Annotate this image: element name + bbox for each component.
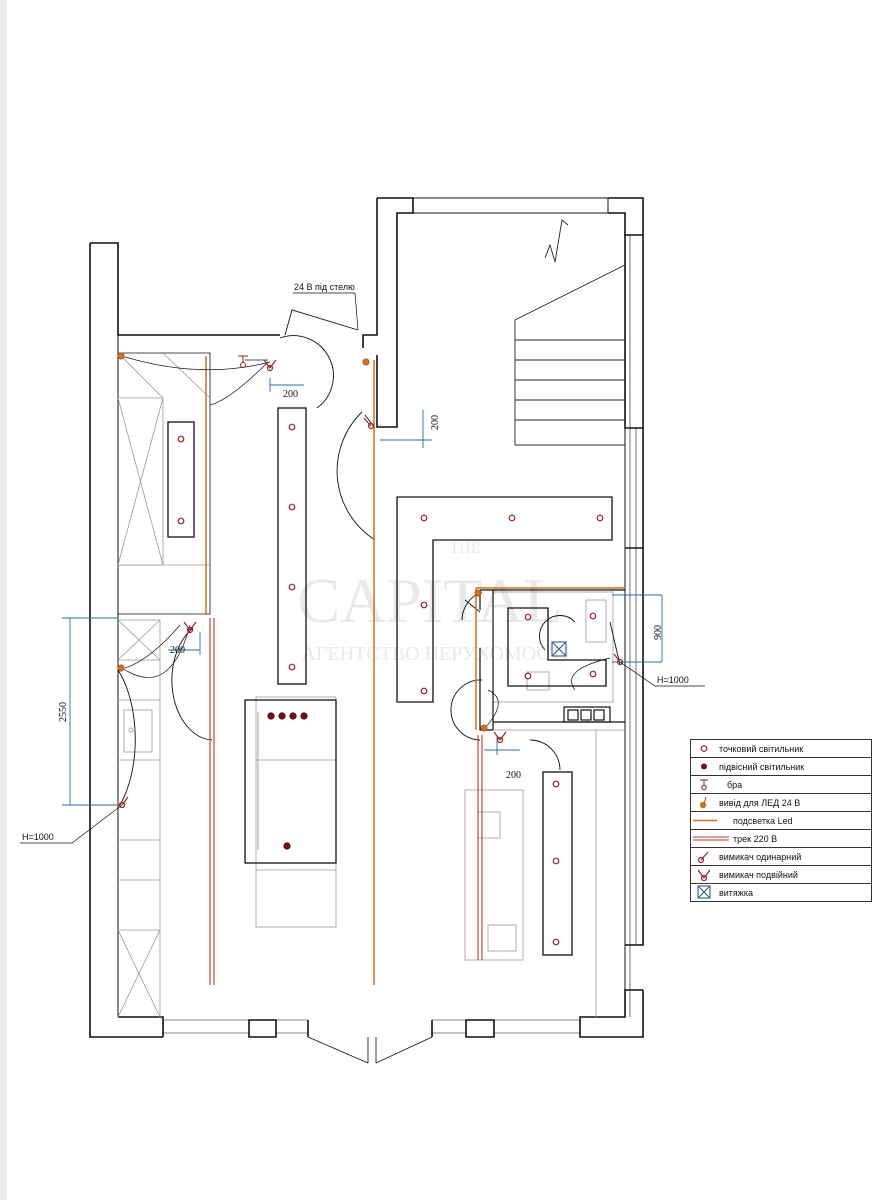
hood-icon [691, 884, 717, 901]
legend-label: підвісний світильник [719, 761, 805, 772]
door-swings [117, 309, 621, 806]
panel-wc [507, 607, 607, 687]
spot-lights [177, 423, 604, 946]
switch-5 [493, 731, 507, 744]
wall-bottom-left-stub [118, 1016, 164, 1037]
legend-row-led-strip: подсветка Led [691, 812, 871, 830]
window-bottom-left [163, 1019, 249, 1034]
wall-left-top [90, 242, 280, 336]
legend-label: трек 220 В [733, 833, 778, 844]
panel-living [542, 771, 573, 956]
legend-row-double-switch: вимикач подвійний [691, 866, 871, 884]
legend-row-hood: витяжка [691, 884, 871, 901]
pillar-bottom-2 [465, 1019, 495, 1038]
led-outlets [117, 352, 488, 732]
kitchen-island [244, 699, 337, 864]
staircase [514, 219, 626, 446]
legend: точковий світильник підвісний світильник… [690, 739, 872, 902]
dim-900: 900 [653, 625, 664, 640]
watermark-line3: АГЕНТСТВО НЕРУХОМОСТІ [301, 643, 568, 665]
dim-200-left: 200 [170, 645, 185, 656]
watermark: THE CAPITAL АГЕНТСТВО НЕРУХОМОСТІ [297, 540, 568, 665]
track-lines [209, 618, 483, 985]
hood-icon [551, 641, 567, 657]
switch-4 [118, 796, 129, 809]
spot-light-icon [691, 740, 717, 757]
annotation-labels: 24 В під стелю H=1000 H=1000 [22, 282, 689, 842]
wall-left-outer [89, 243, 163, 1038]
window-top [413, 197, 609, 214]
led-strips [205, 356, 625, 985]
label-24v-ceiling: 24 В під стелю [294, 282, 355, 292]
window-bottom-3 [432, 1019, 466, 1034]
wc-walls [479, 589, 625, 731]
legend-row-spot: точковий світильник [691, 740, 871, 758]
entrance-doors [307, 1036, 433, 1064]
dim-200-door: 200 [430, 415, 441, 430]
panel-l-shape [396, 496, 613, 703]
dim-2550: 2550 [58, 702, 69, 722]
pendant-light-icon [691, 758, 717, 775]
switch-2 [363, 417, 375, 430]
legend-row-track: трек 220 В [691, 830, 871, 848]
led-outlet-icon [691, 794, 717, 811]
double-switch-icon [691, 866, 717, 883]
legend-row-pendant: підвісний світильник [691, 758, 871, 776]
dim-200-top: 200 [283, 389, 298, 400]
pillar-bottom-1 [248, 1019, 277, 1038]
switch-1 [263, 359, 277, 372]
wall-right-low [625, 548, 644, 946]
label-h1000-left: H=1000 [22, 832, 54, 842]
track-icon [691, 830, 729, 847]
legend-row-single-switch: вимикач одинарний [691, 848, 871, 866]
legend-row-led-outlet: вивід для ЛЕД 24 В [691, 794, 871, 812]
watermark-line1: THE [449, 540, 480, 557]
legend-label: вивід для ЛЕД 24 В [719, 797, 801, 808]
label-h1000-right: H=1000 [657, 675, 689, 685]
legend-label: бра [727, 779, 743, 790]
wiring [121, 355, 611, 729]
wall-right-upper [624, 235, 644, 429]
led-strip-icon [691, 812, 731, 829]
wall-right-mid [625, 428, 644, 549]
wall-right-bottom [579, 989, 644, 1038]
wall-center-top [362, 198, 378, 348]
window-bottom-4 [494, 1019, 580, 1034]
wall-top-right-corner [608, 197, 644, 236]
switches [118, 359, 624, 809]
legend-label: точковий світильник [719, 743, 804, 754]
watermark-line2: CAPITAL [297, 565, 562, 636]
ceiling-panels [167, 407, 613, 956]
legend-row-sconce: бра [691, 776, 871, 794]
furniture [117, 352, 625, 1018]
page-edge [0, 0, 7, 1200]
window-bottom-2 [276, 1019, 308, 1034]
window-right [629, 235, 637, 1017]
sconce-icon [238, 355, 248, 368]
legend-label: подсветка Led [733, 815, 793, 826]
legend-label: вимикач подвійний [719, 869, 798, 880]
dimension-labels: 200 200 2550 200 900 200 [58, 389, 664, 781]
legend-label: вимикач одинарний [719, 851, 802, 862]
wall-center-column [376, 197, 414, 428]
dimension-lines [62, 378, 663, 806]
dim-200-right: 200 [506, 770, 521, 781]
cabinet-block [118, 352, 211, 615]
switch-3 [183, 621, 197, 634]
sconce-icon [691, 776, 717, 793]
walls [89, 197, 644, 1064]
legend-label: витяжка [719, 887, 753, 898]
leader-lines [20, 292, 705, 844]
panel-kitchen [167, 421, 195, 538]
single-switch-icon [691, 848, 717, 865]
pendant-lights [267, 712, 308, 850]
panel-center [277, 407, 307, 685]
